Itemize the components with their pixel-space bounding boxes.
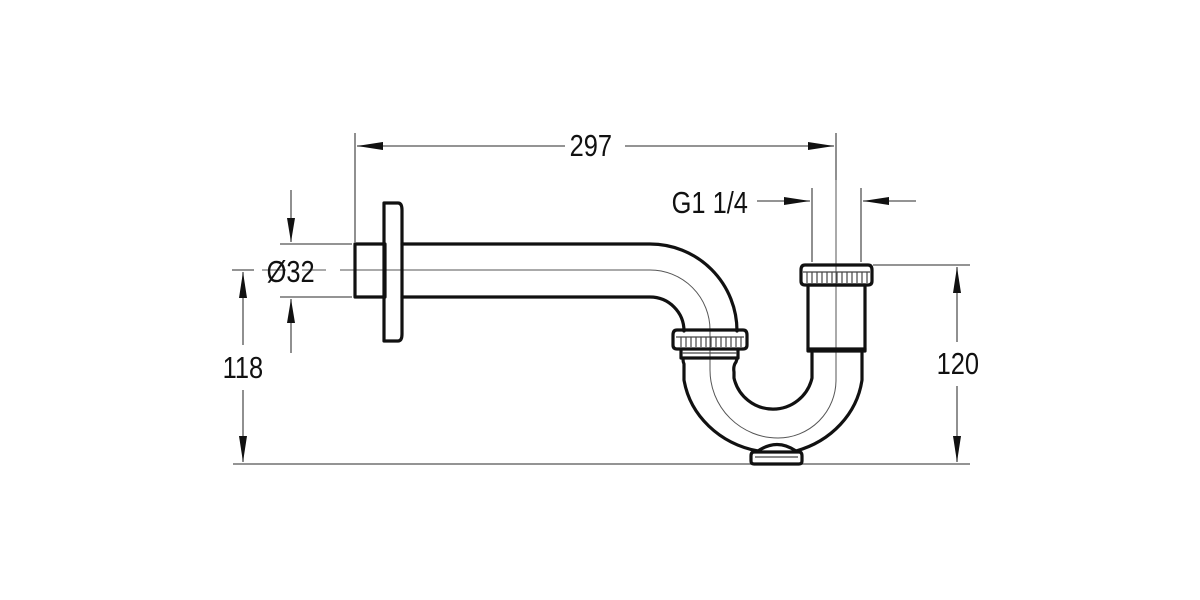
label-overall-length: 297 — [568, 128, 614, 163]
drain-plug — [749, 442, 804, 466]
right-union-nut — [799, 263, 874, 287]
label-wall-outlet-height: 118 — [221, 350, 265, 385]
dimension-diameter-32 — [280, 190, 352, 353]
center-lines — [262, 180, 837, 439]
left-union-nut — [671, 328, 749, 360]
wall-flange — [382, 201, 404, 343]
u-bend — [681, 351, 864, 453]
dimension-120 — [873, 264, 970, 462]
horizontal-arm — [400, 242, 739, 333]
dimension-297 — [354, 133, 837, 242]
label-thread-size: G1 1/4 — [671, 185, 748, 220]
dimension-118 — [232, 269, 254, 462]
dimension-g1-1-4 — [757, 188, 916, 262]
label-inlet-height: 120 — [935, 346, 981, 381]
label-pipe-diameter: Ø32 — [266, 254, 315, 289]
